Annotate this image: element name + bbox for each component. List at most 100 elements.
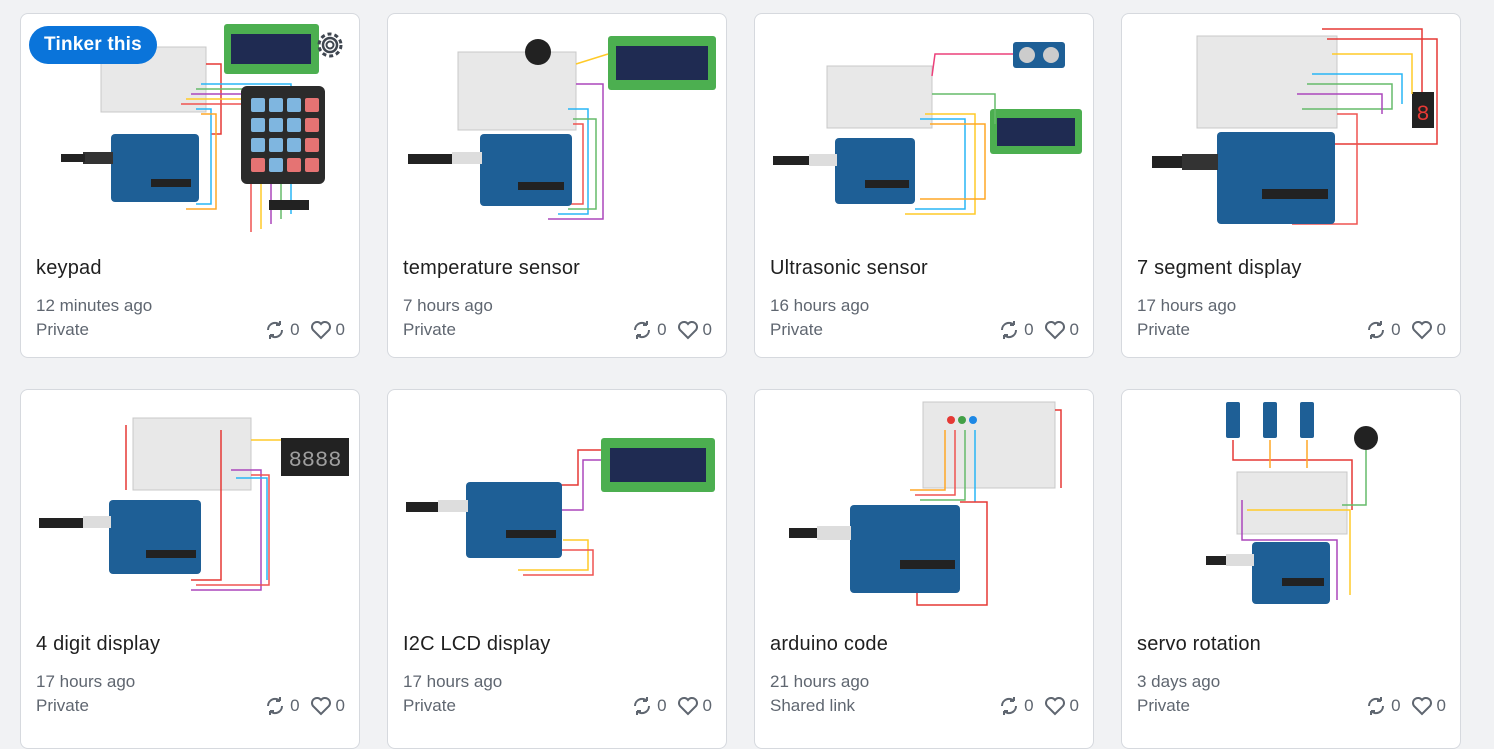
remix-count: 0 (657, 320, 667, 339)
design-thumbnail[interactable] (755, 390, 1093, 620)
breadboard (457, 51, 577, 131)
remix-icon (264, 319, 286, 341)
like-count: 0 (1436, 696, 1446, 715)
ultrasonic-sensor (1013, 42, 1065, 68)
buzzer (525, 39, 551, 65)
design-privacy: Shared link (770, 696, 856, 715)
heart-icon[interactable] (1044, 319, 1066, 341)
design-updated-time: 7 hours ago (403, 296, 493, 315)
design-stats: 0 0 (998, 319, 1079, 341)
design-card[interactable]: 8 7 segment display 17 hours ago Private… (1121, 13, 1461, 358)
design-thumbnail[interactable] (1122, 390, 1460, 620)
design-stats: 0 0 (998, 695, 1079, 717)
design-card[interactable]: Ultrasonic sensor 16 hours ago Private 0… (754, 13, 1094, 358)
heart-icon[interactable] (310, 695, 332, 717)
breadboard (1196, 35, 1338, 129)
heart-icon[interactable] (310, 319, 332, 341)
design-card[interactable]: temperature sensor 7 hours ago Private 0… (387, 13, 727, 358)
design-stats: 0 0 (264, 319, 345, 341)
arduino-board (789, 505, 960, 593)
arduino-board (773, 138, 915, 204)
lcd-display (224, 24, 319, 74)
design-updated-time: 17 hours ago (1137, 296, 1237, 315)
svg-text:8888: 8888 (289, 448, 342, 473)
design-title[interactable]: 4 digit display (36, 633, 161, 655)
design-thumbnail[interactable]: 8 (1122, 14, 1460, 244)
design-thumbnail[interactable]: 8888 (21, 390, 359, 620)
lcd-display (990, 109, 1082, 154)
remix-icon (631, 695, 653, 717)
design-updated-time: 21 hours ago (770, 672, 870, 691)
remix-count: 0 (1024, 696, 1034, 715)
design-thumbnail[interactable] (755, 14, 1093, 244)
like-count: 0 (1069, 696, 1079, 715)
remix-count: 0 (1391, 696, 1401, 715)
arduino-board (1152, 132, 1335, 224)
heart-icon[interactable] (677, 319, 699, 341)
design-privacy: Private (1137, 696, 1190, 715)
like-count: 0 (1069, 320, 1079, 339)
breadboard (132, 417, 252, 491)
like-count: 0 (702, 696, 712, 715)
design-title[interactable]: temperature sensor (403, 257, 581, 279)
like-count: 0 (335, 696, 345, 715)
remix-icon (1365, 695, 1387, 717)
heart-icon[interactable] (677, 695, 699, 717)
arduino-board (406, 482, 562, 558)
heart-icon[interactable] (1411, 319, 1433, 341)
breadboard (826, 65, 933, 129)
design-stats: 0 0 (264, 695, 345, 717)
design-title[interactable]: Ultrasonic sensor (770, 257, 928, 279)
tinker-this-button[interactable]: Tinker this (29, 26, 157, 64)
breadboard (1236, 471, 1348, 535)
arduino-board (61, 134, 199, 202)
remix-count: 0 (290, 320, 300, 339)
design-privacy: Private (403, 696, 456, 715)
arduino-board (408, 134, 572, 206)
buzzer (1354, 426, 1378, 450)
design-privacy: Private (770, 320, 823, 339)
breadboard (922, 401, 1056, 489)
remix-icon (631, 319, 653, 341)
remix-icon (998, 695, 1020, 717)
gear-icon[interactable] (313, 28, 347, 62)
design-title[interactable]: arduino code (770, 633, 889, 655)
like-count: 0 (335, 320, 345, 339)
design-title[interactable]: servo rotation (1137, 633, 1261, 655)
design-card[interactable]: Tinker this keypad 12 minutes ago Privat… (20, 13, 360, 358)
design-thumbnail[interactable] (388, 14, 726, 244)
heart-icon[interactable] (1044, 695, 1066, 717)
design-privacy: Private (403, 320, 456, 339)
like-count: 0 (702, 320, 712, 339)
remix-count: 0 (1391, 320, 1401, 339)
arduino-board (39, 500, 201, 574)
servo-motors (1226, 402, 1314, 438)
design-title[interactable]: keypad (36, 257, 102, 279)
design-title[interactable]: 7 segment display (1137, 257, 1302, 279)
four-digit-display: 8888 (281, 438, 349, 476)
arduino-board (1206, 542, 1330, 604)
remix-icon (998, 319, 1020, 341)
remix-count: 0 (1024, 320, 1034, 339)
design-updated-time: 17 hours ago (36, 672, 136, 691)
heart-icon[interactable] (1411, 695, 1433, 717)
design-privacy: Private (36, 696, 89, 715)
design-thumbnail[interactable] (388, 390, 726, 620)
lcd-display (608, 36, 716, 90)
keypad (241, 86, 325, 210)
design-thumbnail[interactable] (21, 14, 359, 244)
lcd-display (601, 438, 715, 492)
design-updated-time: 17 hours ago (403, 672, 503, 691)
design-card[interactable]: servo rotation 3 days ago Private 0 0 (1121, 389, 1461, 749)
design-stats: 0 0 (1365, 319, 1446, 341)
design-stats: 0 0 (631, 695, 712, 717)
design-title[interactable]: I2C LCD display (403, 633, 551, 655)
remix-icon (264, 695, 286, 717)
design-stats: 0 0 (1365, 695, 1446, 717)
design-updated-time: 16 hours ago (770, 296, 870, 315)
remix-count: 0 (657, 696, 667, 715)
design-card[interactable]: I2C LCD display 17 hours ago Private 0 0 (387, 389, 727, 749)
design-card[interactable]: arduino code 21 hours ago Shared link 0 … (754, 389, 1094, 749)
design-card[interactable]: 8888 4 digit display 17 hours ago Privat… (20, 389, 360, 749)
